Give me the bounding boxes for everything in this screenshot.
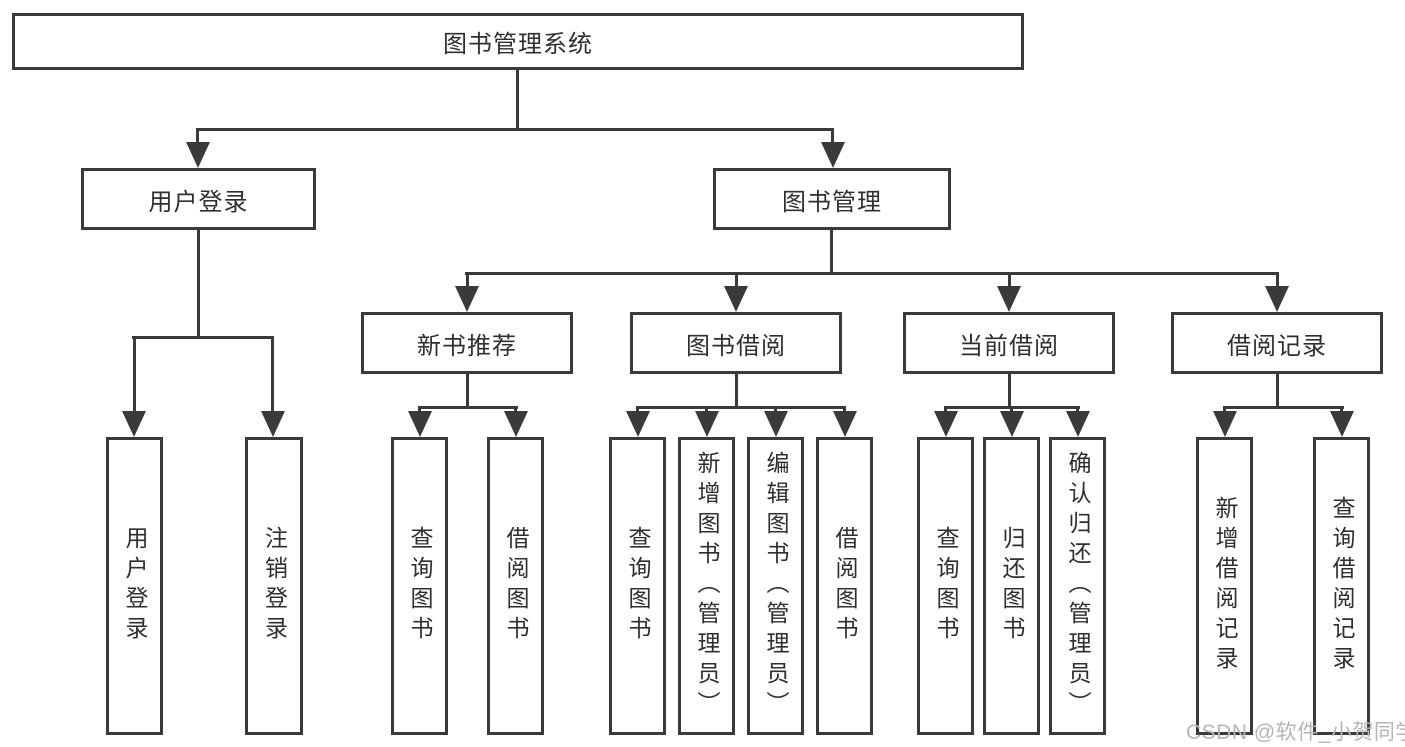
node-query-books-current: 查询图书 (917, 437, 974, 735)
connector-line (133, 336, 136, 417)
arrow-down-icon (724, 286, 748, 312)
connector-line (466, 374, 469, 406)
arrow-down-icon (1000, 411, 1024, 437)
connector-line (1008, 374, 1011, 406)
connector-line (196, 128, 199, 148)
connector-line (514, 406, 517, 415)
node-logout-leaf: 注销登录 (245, 437, 303, 735)
connector-line (636, 406, 846, 409)
connector-line (830, 230, 833, 272)
connector-line (1008, 272, 1011, 292)
node-edit-book-admin: 编辑图书（管理员） (747, 437, 804, 735)
node-add-borrow-record: 新增借阅记录 (1196, 437, 1253, 735)
arrow-down-icon (186, 142, 210, 168)
watermark-text: CSDN @软件_小贺同学 (1186, 721, 1405, 744)
connector-line (466, 272, 469, 292)
node-return-book: 归还图书 (983, 437, 1040, 735)
connector-line (1276, 272, 1279, 292)
arrow-down-icon (821, 142, 845, 168)
connector-line (196, 128, 834, 131)
arrow-down-icon (833, 411, 857, 437)
arrow-down-icon (695, 411, 719, 437)
connector-line (1276, 374, 1279, 406)
node-add-book-admin: 新增图书（管理员） (678, 437, 735, 735)
connector-line (418, 406, 421, 415)
arrow-down-icon (504, 411, 528, 437)
node-confirm-return-admin: 确认归还（管理员） (1049, 437, 1106, 735)
arrow-down-icon (626, 411, 650, 437)
connector-line (843, 406, 846, 415)
connector-line (1010, 406, 1013, 415)
arrow-down-icon (1066, 411, 1090, 437)
connector-line (831, 128, 834, 148)
connector-line (516, 70, 519, 128)
connector-line (132, 336, 274, 339)
connector-line (735, 272, 738, 292)
node-borrow-books-recommend: 借阅图书 (487, 437, 544, 735)
arrow-down-icon (1213, 411, 1237, 437)
arrow-down-icon (455, 286, 479, 312)
node-book-management: 图书管理 (713, 168, 951, 230)
arrow-down-icon (1330, 411, 1354, 437)
arrow-down-icon (934, 411, 958, 437)
connector-line (774, 406, 777, 415)
arrow-down-icon (764, 411, 788, 437)
connector-line (465, 272, 1279, 275)
arrow-down-icon (997, 286, 1021, 312)
node-borrowing-records: 借阅记录 (1171, 312, 1383, 374)
node-current-borrowing: 当前借阅 (903, 312, 1115, 374)
connector-line (1223, 406, 1344, 409)
node-user-login: 用户登录 (81, 168, 316, 230)
connector-line (1076, 406, 1079, 415)
node-root: 图书管理系统 (12, 13, 1024, 70)
connector-line (735, 374, 738, 406)
connector-line (271, 336, 274, 417)
connector-line (944, 406, 947, 415)
node-query-borrow-record: 查询借阅记录 (1313, 437, 1370, 735)
connector-line (197, 230, 200, 336)
node-book-borrowing: 图书借阅 (630, 312, 842, 374)
node-user-login-leaf: 用户登录 (106, 437, 163, 735)
connector-line (418, 406, 518, 409)
connector-line (1223, 406, 1226, 415)
connector-line (705, 406, 708, 415)
node-new-book-recommend: 新书推荐 (361, 312, 573, 374)
arrow-down-icon (261, 411, 285, 437)
node-query-books-borrowing: 查询图书 (609, 437, 666, 735)
arrow-down-icon (122, 411, 146, 437)
arrow-down-icon (1265, 286, 1289, 312)
node-borrow-books-borrowing: 借阅图书 (816, 437, 873, 735)
node-query-books-recommend: 查询图书 (391, 437, 448, 735)
connector-line (1340, 406, 1343, 415)
connector-line (636, 406, 639, 415)
arrow-down-icon (408, 411, 432, 437)
